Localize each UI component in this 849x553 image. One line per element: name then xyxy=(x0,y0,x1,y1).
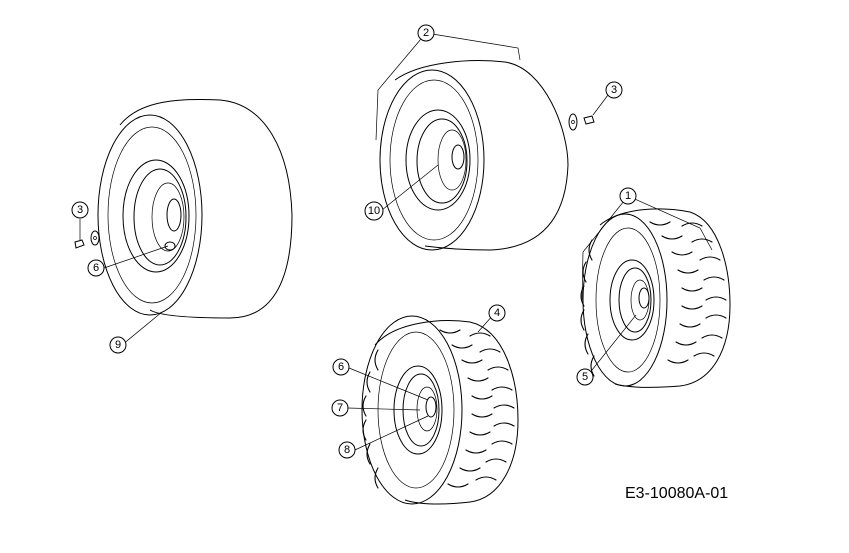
smooth-tire-top xyxy=(379,60,569,251)
tread-tire-bottom xyxy=(361,315,519,505)
callout-4: 4 xyxy=(488,304,506,322)
tread-tire-right xyxy=(580,208,731,388)
callout-8-label: 8 xyxy=(344,444,350,456)
callout-2: 2 xyxy=(417,24,435,42)
callout-9: 9 xyxy=(109,336,127,354)
callout-7-label: 7 xyxy=(337,402,343,414)
leader-lines xyxy=(79,32,713,451)
callout-5-label: 5 xyxy=(582,371,588,383)
callout-9-label: 9 xyxy=(115,339,121,351)
callout-3-left: 3 xyxy=(71,201,89,219)
callout-5: 5 xyxy=(576,368,594,386)
callout-7: 7 xyxy=(331,399,349,417)
callout-8: 8 xyxy=(338,441,356,459)
callout-6-bottom: 6 xyxy=(332,358,350,376)
callout-3-left-label: 3 xyxy=(77,204,83,216)
callout-10: 10 xyxy=(364,201,384,221)
callout-6-left-label: 6 xyxy=(93,262,99,274)
callout-4-label: 4 xyxy=(494,307,500,319)
drawing-code: E3-10080A-01 xyxy=(625,485,728,502)
callout-1-label: 1 xyxy=(625,190,631,202)
callout-3-top-label: 3 xyxy=(611,84,617,96)
callout-2-label: 2 xyxy=(423,27,429,39)
bolt-washer-left xyxy=(74,230,100,249)
callout-6-left: 6 xyxy=(87,259,105,277)
bolt-washer-top xyxy=(568,113,595,131)
callout-1: 1 xyxy=(619,187,637,205)
callout-10-label: 10 xyxy=(368,205,380,217)
callout-3-top: 3 xyxy=(605,81,623,99)
smooth-tire-left xyxy=(97,98,293,319)
callout-6-bottom-label: 6 xyxy=(338,361,344,373)
